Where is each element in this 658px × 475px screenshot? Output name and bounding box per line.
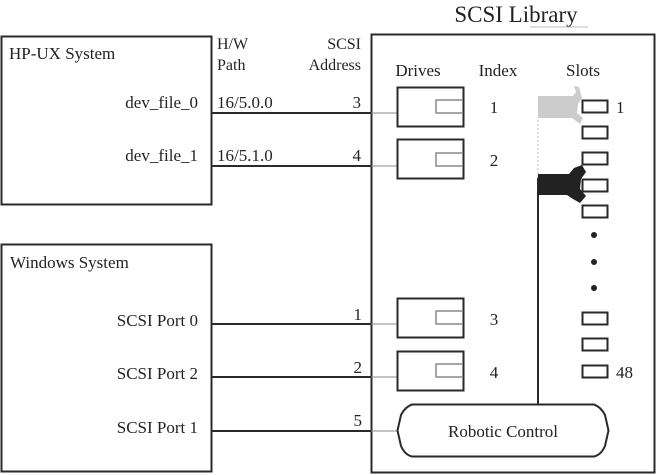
slot-first-label: 1 <box>616 98 625 117</box>
drive-tape-slot <box>435 363 463 378</box>
scsi-address-header-line2: Address <box>309 57 361 74</box>
drive-tape-slot <box>435 99 463 114</box>
slot-column <box>581 99 609 379</box>
gripper-idle-icon <box>538 86 583 124</box>
drive-body <box>396 297 465 339</box>
hw-path-1: 16/5.1.0 <box>217 146 273 165</box>
windows-system-box <box>0 243 213 473</box>
slot-3 <box>581 151 609 166</box>
drive-3 <box>396 297 465 339</box>
slot-4 <box>581 178 609 193</box>
hpux-scsi-address-1: 4 <box>353 146 362 165</box>
slot-5 <box>581 204 609 219</box>
ellipsis-dot-3 <box>591 285 597 291</box>
drive-body <box>396 86 465 128</box>
hpux-title: HP-UX System <box>9 44 115 63</box>
robotic-control-label: Robotic Control <box>448 422 558 441</box>
slot-48 <box>581 364 609 379</box>
drive-body <box>396 138 465 180</box>
slot-1 <box>581 99 609 114</box>
hpux-device-0: dev_file_0 <box>125 93 198 112</box>
drive-index-3: 3 <box>490 310 499 329</box>
drive-2 <box>396 138 465 180</box>
drives-header: Drives <box>395 61 440 80</box>
slot-47 <box>581 337 609 352</box>
scsi-address-header-line1: SCSI <box>327 36 361 53</box>
ellipsis-dot-2 <box>591 259 597 265</box>
scsi-library-box <box>370 33 656 474</box>
slot-last-label: 48 <box>616 363 633 382</box>
robotic-control-box <box>396 403 610 458</box>
windows-scsi-address-1: 2 <box>354 358 363 377</box>
drive-index-1: 1 <box>490 98 499 117</box>
ellipsis-dot-1 <box>591 232 597 238</box>
slot-46 <box>581 311 609 326</box>
index-header: Index <box>479 61 518 80</box>
windows-scsi-address-2: 5 <box>354 411 363 430</box>
hw-path-header-line2: Path <box>217 57 245 74</box>
drive-tape-slot <box>435 152 463 167</box>
hw-path-0: 16/5.0.0 <box>217 93 273 112</box>
windows-port-1: SCSI Port 2 <box>117 364 198 383</box>
hpux-scsi-address-0: 3 <box>353 93 362 112</box>
slot-2 <box>581 125 609 140</box>
windows-port-2: SCSI Port 1 <box>117 418 198 437</box>
hpux-device-1: dev_file_1 <box>125 146 198 165</box>
drive-1 <box>396 86 465 128</box>
gripper-active-icon <box>538 165 586 203</box>
windows-title: Windows System <box>10 253 129 272</box>
windows-port-0: SCSI Port 0 <box>117 311 198 330</box>
drive-index-2: 2 <box>490 151 499 170</box>
hw-path-header-line1: H/W <box>217 36 249 53</box>
drive-index-4: 4 <box>490 363 499 382</box>
windows-scsi-address-0: 1 <box>354 305 363 324</box>
slots-header: Slots <box>566 61 600 80</box>
library-title: SCSI Library <box>454 2 578 27</box>
hpux-system-box <box>0 35 213 206</box>
drive-4 <box>396 350 465 392</box>
drive-tape-slot <box>435 310 463 325</box>
drive-body <box>396 350 465 392</box>
